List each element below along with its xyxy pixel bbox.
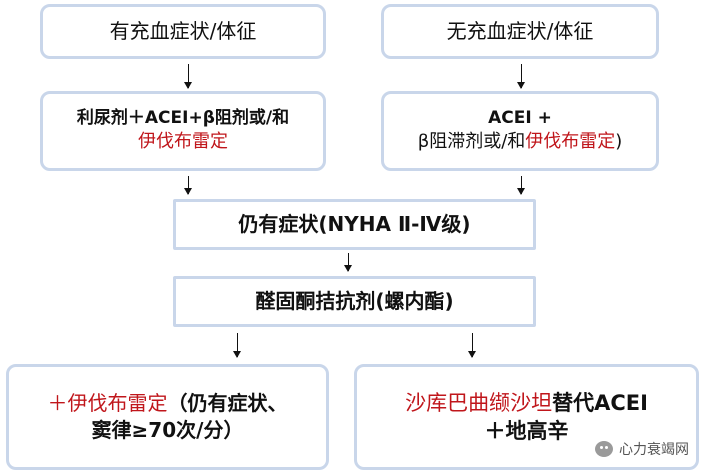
arrow-left-2 [184,176,192,195]
node-hf-with-congestion-label: 有充血症状/体征 [109,19,257,43]
node-hf-with-congestion: 有充血症状/体征 [40,4,326,59]
arrow-left-3 [233,333,241,358]
watermark-text: 心力衰竭网 [619,442,689,458]
node-aldosterone-antagonist: 醛固酮拮抗剂(螺内酯) [173,276,536,327]
node-sacubitril-valsartan-line1: 沙库巴曲缬沙坦替代ACEI [405,389,648,417]
node-sacubitril-valsartan-drug: 沙库巴曲缬沙坦 [405,390,553,415]
node-sacubitril-valsartan-line2: ＋地高辛 [484,419,569,443]
node-sacubitril-valsartan: 沙库巴曲缬沙坦替代ACEI ＋地高辛 [354,364,699,470]
node-aldosterone-antagonist-label: 醛固酮拮抗剂(螺内酯) [255,289,454,313]
watermark: 心力衰竭网 [595,439,689,459]
node-add-ivabradine-condition: （仍有症状、 [167,391,288,415]
node-hf-without-congestion: 无充血症状/体征 [381,4,659,59]
arrow-left-1 [184,64,192,89]
node-persistent-symptoms: 仍有症状(NYHA Ⅱ-Ⅳ级) [173,199,536,250]
node-left-treatment-line1: 利尿剂＋ACEI+β阻剂或/和 [76,108,290,129]
arrow-right-1 [517,64,525,89]
node-right-treatment: ACEI + β阻滞剂或/和伊伐布雷定) [381,91,659,171]
node-left-treatment-line2: 伊伐布雷定 [138,131,228,153]
arrow-right-3 [468,333,476,358]
node-left-treatment: 利尿剂＋ACEI+β阻剂或/和 伊伐布雷定 [40,91,326,171]
node-sacubitril-valsartan-replace: 替代ACEI [552,390,648,415]
node-persistent-symptoms-label: 仍有症状(NYHA Ⅱ-Ⅳ级) [238,212,471,236]
node-right-treatment-tail: ) [615,131,623,153]
node-right-treatment-line2: β阻滞剂或/和伊伐布雷定) [418,130,623,154]
arrow-right-2 [517,176,525,195]
node-right-treatment-line1: ACEI + [488,108,552,129]
node-right-treatment-ivabradine: 伊伐布雷定 [525,131,616,153]
wechat-icon [595,441,613,457]
node-add-ivabradine-line1: ＋伊伐布雷定（仍有症状、 [48,390,288,417]
arrow-center-1 [344,253,352,272]
node-right-treatment-beta-blocker: β阻滞剂或/和 [417,131,526,153]
node-add-ivabradine-drug: ＋伊伐布雷定 [47,391,168,415]
node-add-ivabradine-line2: 窦律≥70次/分） [91,418,244,442]
node-add-ivabradine: ＋伊伐布雷定（仍有症状、 窦律≥70次/分） [6,364,329,470]
node-hf-without-congestion-label: 无充血症状/体征 [446,19,594,43]
